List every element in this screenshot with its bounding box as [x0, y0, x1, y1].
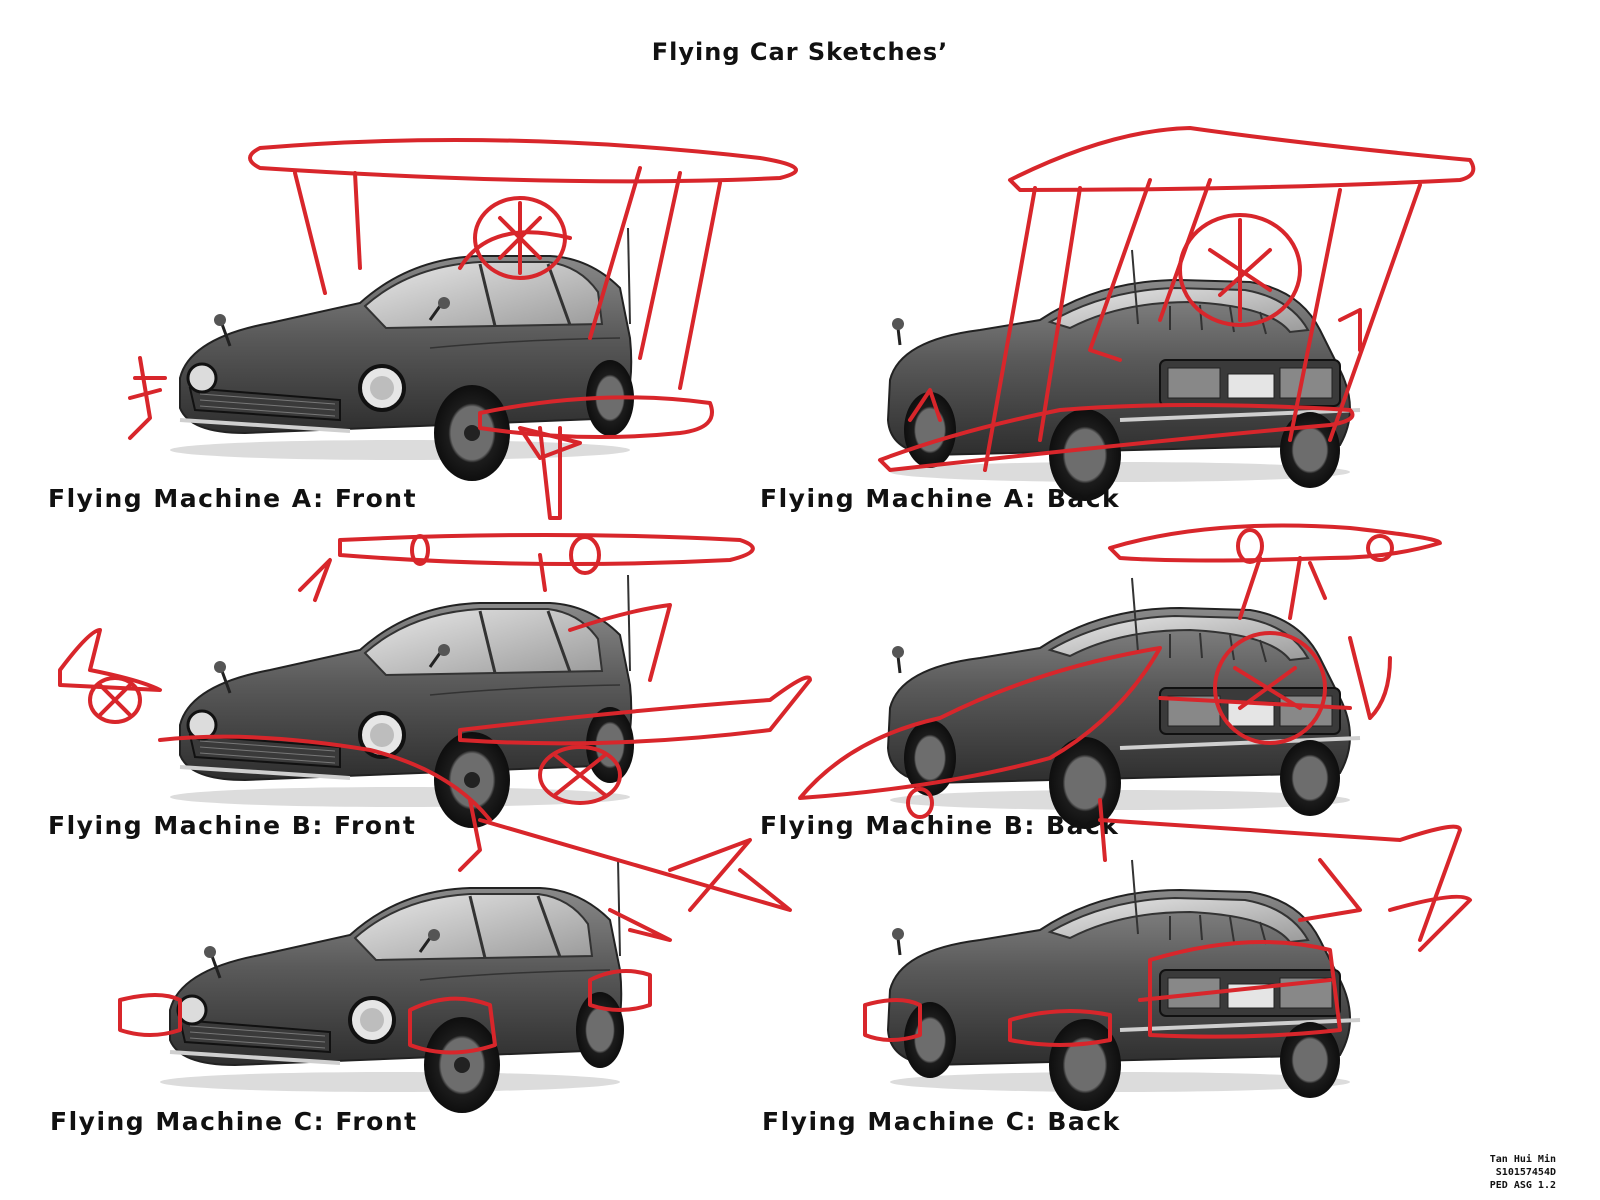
caption-c-back: Flying Machine C: Back — [762, 1107, 1121, 1136]
biplane-overlay — [878, 126, 1476, 472]
caption-c-front: Flying Machine C: Front — [50, 1107, 418, 1136]
caption-a-front: Flying Machine A: Front — [48, 484, 418, 513]
car-front-three-quarter-icon — [158, 858, 626, 1115]
hover-wheels-overlay — [863, 798, 1472, 1047]
author-credits: Tan Hui Min S10157454D PED ASG 1.2 — [1490, 1153, 1556, 1192]
page-title: Flying Car Sketches’ — [651, 38, 949, 66]
hover-wheels-overlay — [118, 798, 792, 1055]
monoplane-overlay — [58, 533, 812, 822]
author-name: Tan Hui Min — [1489, 1154, 1556, 1165]
sketch-panel-c-front — [110, 790, 830, 1120]
biplane-overlay — [128, 138, 798, 520]
car-front-three-quarter-icon — [168, 226, 636, 483]
caption-b-front: Flying Machine B: Front — [48, 811, 417, 840]
caption-b-back: Flying Machine B: Back — [760, 811, 1120, 840]
student-id: S10157454D — [1495, 1167, 1556, 1178]
caption-a-back: Flying Machine A: Back — [760, 484, 1121, 513]
sketch-panel-a-front — [120, 128, 860, 528]
sketch-panel-a-back — [860, 120, 1510, 503]
course-code: PED ASG 1.2 — [1489, 1180, 1556, 1191]
monoplane-overlay — [798, 523, 1442, 819]
sketch-panel-b-front — [50, 530, 830, 840]
sketch-panel-b-back — [790, 518, 1480, 838]
sketch-panel-c-back — [860, 798, 1510, 1113]
